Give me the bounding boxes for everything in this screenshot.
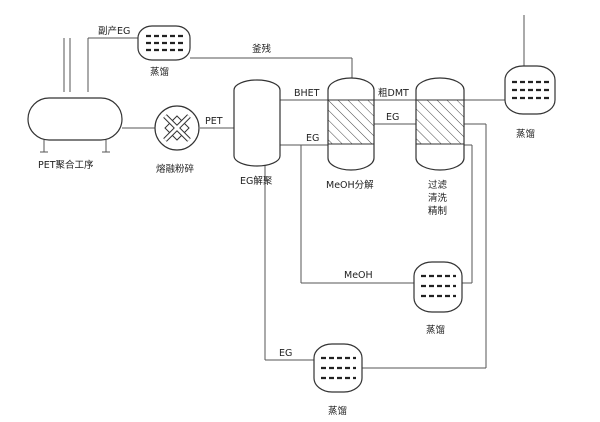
filter-label-1: 过滤 xyxy=(428,179,448,191)
pet-polymerization-label: PET聚合工序 xyxy=(38,159,94,171)
pet-stream-label: PET xyxy=(205,116,223,127)
distillation-vessel-top xyxy=(137,25,191,61)
meoh-decomp-label: MeOH分解 xyxy=(326,179,374,191)
distillation-vessel-mid xyxy=(413,261,463,313)
distill-right-label: 蒸馏 xyxy=(516,128,535,140)
pet-polymerization-tank xyxy=(27,97,123,153)
eg-bottom-label: EG xyxy=(279,348,292,359)
distill-bottom-label: 蒸馏 xyxy=(328,405,347,417)
distill-mid-label: 蒸馏 xyxy=(426,324,445,336)
distillation-vessel-right xyxy=(504,65,556,115)
meoh-decomposition-column xyxy=(327,77,375,171)
residue-label: 釜残 xyxy=(252,43,272,55)
filter-label-2: 清洗 xyxy=(428,192,448,204)
crude-dmt-label: 粗DMT xyxy=(378,87,409,99)
eg-from-filter-label: EG xyxy=(386,112,399,123)
distillation-vessel-bottom xyxy=(313,343,363,393)
eg-to-meoh-label: EG xyxy=(306,133,319,144)
melt-crusher xyxy=(154,105,200,151)
distill-top-label: 蒸馏 xyxy=(150,66,169,78)
bhet-label: BHET xyxy=(294,88,320,99)
melt-crush-label: 熔融粉碎 xyxy=(156,163,195,175)
byproduct-eg-label: 副产EG xyxy=(98,25,130,37)
flow-lines xyxy=(63,15,525,369)
eg-depoly-label: EG解聚 xyxy=(240,175,273,187)
eg-depolymerization-column xyxy=(233,79,281,167)
filter-column xyxy=(415,77,465,171)
filter-label-3: 精制 xyxy=(428,205,447,217)
meoh-label: MeOH xyxy=(344,270,373,281)
